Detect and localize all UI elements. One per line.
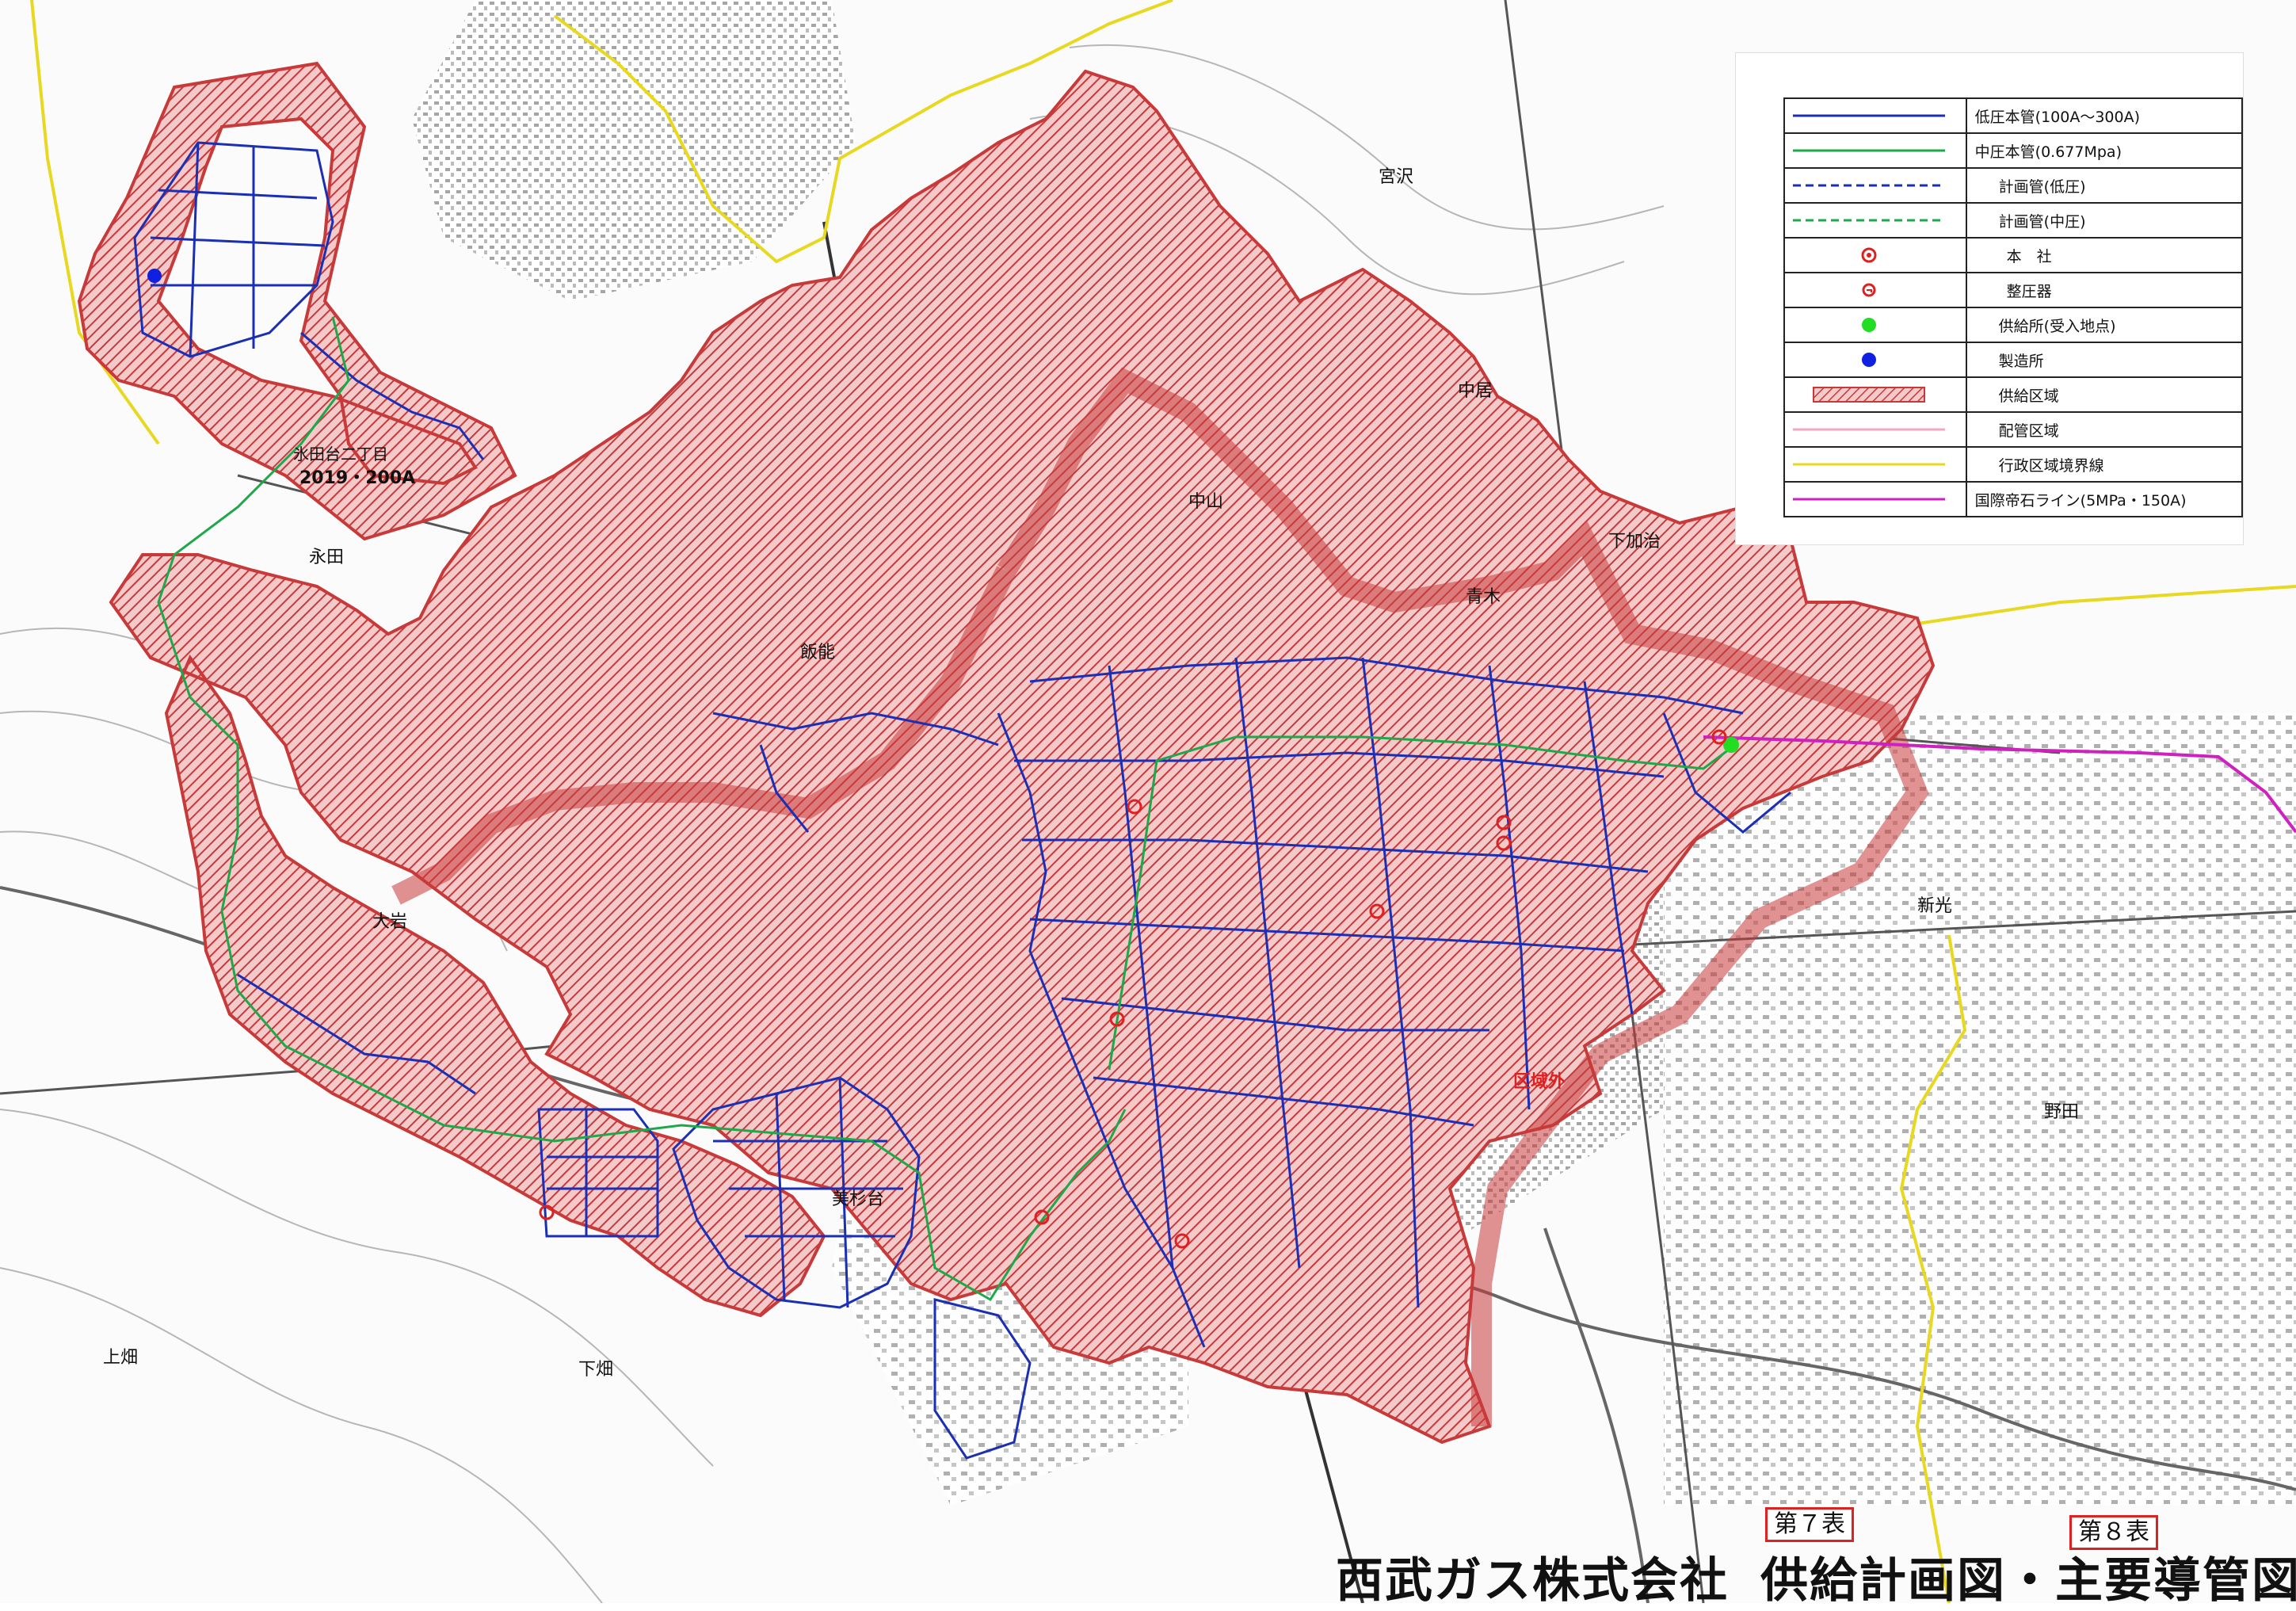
- legend-label: 計画管(中圧): [1965, 202, 2244, 239]
- pink-line-icon: [1793, 428, 1945, 431]
- legend-row: 計画管(中圧): [1783, 202, 2244, 239]
- legend-row: 製造所: [1783, 342, 2244, 378]
- legend-symbol: [1783, 376, 1967, 413]
- magenta-line-icon: [1793, 498, 1945, 501]
- annotation-line2: 2019・200A: [299, 468, 415, 488]
- legend: 低圧本管(100A～300A) 中圧本管(0.677Mpa) 計画管(低圧) 計…: [1735, 52, 2244, 545]
- legend-label: 供給区域: [1965, 376, 2244, 413]
- place-name: 中居: [1458, 381, 1493, 401]
- district-label: 区域外: [1513, 1071, 1566, 1092]
- place-name: 永田: [309, 548, 344, 567]
- place-name-labels: 宮沢 中居 下加治 青木 中山 永田 大岩 上畑 下畑 新光 野田 美杉台 飯能: [103, 167, 2079, 1380]
- legend-row: 行政区域境界線: [1783, 446, 2244, 483]
- place-name: 下畑: [578, 1360, 613, 1380]
- solid-blue-line-icon: [1793, 114, 1945, 117]
- table-7-label: 第７表: [1765, 1507, 1854, 1542]
- legend-label: 行政区域境界線: [1965, 446, 2244, 483]
- company-name: 西武ガス株式会社: [1336, 1553, 1729, 1609]
- blue-dot-icon: [1862, 353, 1876, 367]
- legend-row: 中圧本管(0.677Mpa): [1783, 132, 2244, 169]
- legend-row: 国際帝石ライン(5MPa・150A): [1783, 481, 2244, 517]
- dashed-green-line-icon: [1793, 219, 1945, 222]
- legend-row: 供給区域: [1783, 376, 2244, 413]
- table-8-label: 第８表: [2069, 1515, 2158, 1550]
- place-name: 宮沢: [1379, 167, 1413, 187]
- place-name: 下加治: [1608, 532, 1661, 552]
- legend-row: 本 社: [1783, 237, 2244, 273]
- place-name: 青木: [1466, 587, 1501, 607]
- place-name: 大岩: [372, 912, 407, 932]
- legend-row: 計画管(低圧): [1783, 167, 2244, 204]
- legend-symbol: [1783, 237, 1967, 273]
- pipe-annotation: 氷田台二丁目 2019・200A: [293, 445, 415, 488]
- supply-station-icon: [1723, 737, 1739, 753]
- legend-symbol: [1783, 272, 1967, 308]
- legend-label: 供給所(受入地点): [1965, 307, 2244, 343]
- place-name: 野田: [2044, 1102, 2079, 1122]
- legend-label: 本 社: [1965, 237, 2244, 273]
- legend-symbol: [1783, 342, 1967, 378]
- yellow-line-icon: [1793, 463, 1945, 466]
- place-name: 飯能: [800, 643, 835, 662]
- green-dot-icon: [1862, 318, 1876, 332]
- legend-symbol: [1783, 167, 1967, 204]
- place-name: 新光: [1917, 896, 1952, 916]
- mid-pressure-pipes: [157, 316, 1736, 1302]
- dashed-blue-line-icon: [1793, 184, 1945, 187]
- legend-row: 整圧器: [1783, 272, 2244, 308]
- legend-row: 低圧本管(100A～300A): [1783, 97, 2244, 134]
- legend-label: 配管区域: [1965, 411, 2244, 448]
- regulator-icon: [539, 729, 1727, 1249]
- legend-symbol: [1783, 202, 1967, 239]
- legend-symbol: [1783, 307, 1967, 343]
- legend-symbol: [1783, 481, 1967, 517]
- legend-label: 計画管(低圧): [1965, 167, 2244, 204]
- annotation-line1: 氷田台二丁目: [293, 445, 388, 464]
- legend-label: 整圧器: [1965, 272, 2244, 308]
- legend-label: 低圧本管(100A～300A): [1965, 97, 2244, 134]
- legend-symbol: [1783, 132, 1967, 169]
- solid-green-line-icon: [1793, 149, 1945, 152]
- legend-row: 供給所(受入地点): [1783, 307, 2244, 343]
- place-name: 中山: [1188, 492, 1223, 512]
- low-pressure-pipes: [133, 141, 1791, 1460]
- teiseki-pipeline: [1703, 735, 2296, 834]
- place-name: 上畑: [103, 1348, 138, 1368]
- place-name: 美杉台: [832, 1189, 884, 1209]
- legend-symbol: [1783, 411, 1967, 448]
- manufacturing-plant-icon: [147, 269, 162, 283]
- legend-label: 国際帝石ライン(5MPa・150A): [1965, 481, 2244, 517]
- red-hatched-box-icon: [1813, 387, 1925, 403]
- map-title: 供給計画図・主要導管図: [1760, 1553, 2296, 1609]
- supply-area-central: [391, 367, 1929, 1426]
- page-title: 西武ガス株式会社供給計画図・主要導管図: [1336, 1542, 2296, 1611]
- legend-symbol: [1783, 97, 1967, 134]
- head-office-icon: [1861, 247, 1877, 263]
- legend-label: 中圧本管(0.677Mpa): [1965, 132, 2244, 169]
- legend-row: 配管区域: [1783, 411, 2244, 448]
- legend-table: 低圧本管(100A～300A) 中圧本管(0.677Mpa) 計画管(低圧) 計…: [1783, 97, 2244, 517]
- legend-symbol: [1783, 446, 1967, 483]
- regulator-legend-icon: [1862, 283, 1876, 297]
- legend-label: 製造所: [1965, 342, 2244, 378]
